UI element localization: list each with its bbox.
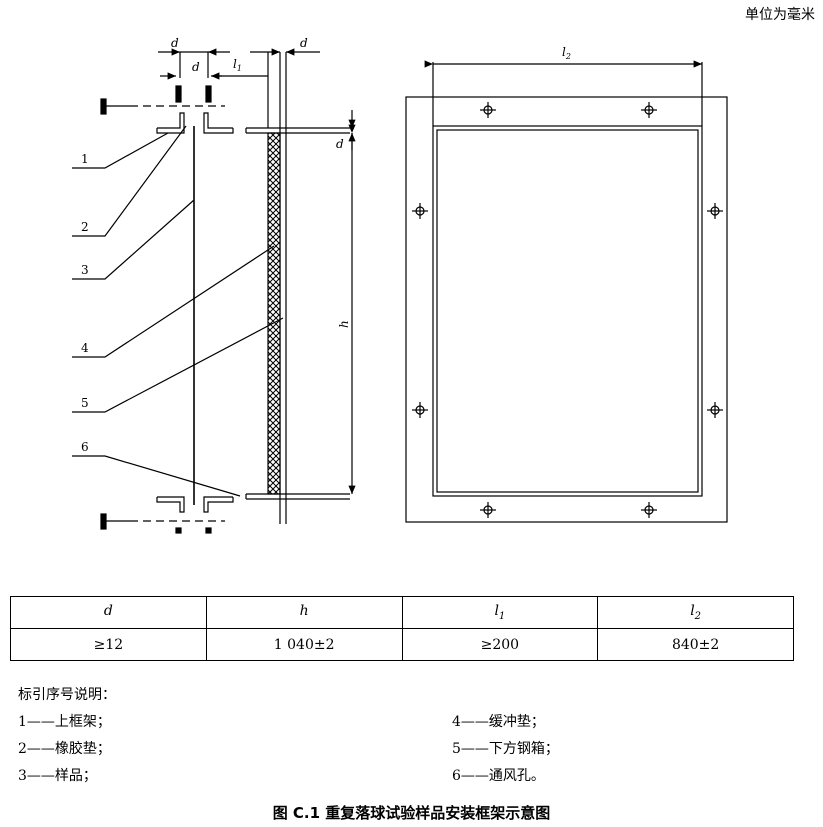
legend-item: 3——样品； <box>18 768 97 784</box>
unit-note: 单位为毫米 <box>745 7 815 23</box>
frame-diagram: d d l1 d d h 1 2 3 4 5 6 l2 <box>72 36 728 534</box>
vent-holes <box>412 102 723 518</box>
dim-d-4: d <box>336 137 344 151</box>
leader-2 <box>72 125 187 237</box>
legend-item: 5——下方钢箱； <box>452 741 559 757</box>
legend-item: 1——上框架； <box>18 714 111 730</box>
callout-3: 3 <box>81 263 89 277</box>
leader-4 <box>72 245 275 358</box>
table-row: ≥12 1 040±2 ≥200 840±2 <box>10 628 794 661</box>
callout-1: 1 <box>81 152 89 166</box>
value-cell: ≥12 <box>10 628 207 661</box>
bottom-bolt <box>100 513 225 530</box>
dim-d-2: d <box>192 60 200 74</box>
legend-title: 标引序号说明： <box>18 687 116 703</box>
dim-l1: l1 <box>233 57 242 73</box>
legend-item: 6——通风孔。 <box>452 768 545 784</box>
vent-hole-icon <box>412 402 428 418</box>
vent-hole-icon <box>412 203 428 219</box>
dim-d-1: d <box>171 36 179 50</box>
header-cell: d <box>10 596 207 629</box>
leader-1 <box>72 132 169 169</box>
leader-5 <box>72 317 284 413</box>
leader-6 <box>72 455 241 497</box>
value-cell: 840±2 <box>597 628 794 661</box>
callout-4: 4 <box>81 341 89 355</box>
top-bolt <box>100 98 225 115</box>
cross-section-view <box>72 48 356 534</box>
front-view <box>405 60 728 523</box>
dim-h: h <box>337 320 351 328</box>
vent-hole-icon <box>641 102 657 118</box>
parameter-table: d h l1 l2 ≥12 1 040±2 ≥200 840±2 <box>10 596 794 661</box>
vent-hole-icon <box>641 502 657 518</box>
header-cell: l1 <box>401 596 599 629</box>
header-cell: h <box>205 596 403 629</box>
value-cell: ≥200 <box>401 628 599 661</box>
vent-hole-icon <box>707 203 723 219</box>
dim-d-3: d <box>300 36 308 50</box>
vent-hole-icon <box>707 402 723 418</box>
vent-hole-icon <box>480 502 496 518</box>
callout-6: 6 <box>81 440 89 454</box>
header-cell: l2 <box>597 596 794 629</box>
callout-5: 5 <box>81 396 89 410</box>
vent-hole-icon <box>480 102 496 118</box>
figure-caption: 图 C.1 重复落球试验样品安装框架示意图 <box>272 804 551 822</box>
legend-item: 2——橡胶垫； <box>18 741 111 757</box>
callout-2: 2 <box>81 220 89 234</box>
leader-3 <box>72 199 195 280</box>
dim-l2: l2 <box>562 45 571 61</box>
legend-item: 4——缓冲垫； <box>452 714 545 730</box>
cushion-pad <box>267 132 281 495</box>
table-header-row: d h l1 l2 <box>10 596 794 629</box>
value-cell: 1 040±2 <box>205 628 403 661</box>
